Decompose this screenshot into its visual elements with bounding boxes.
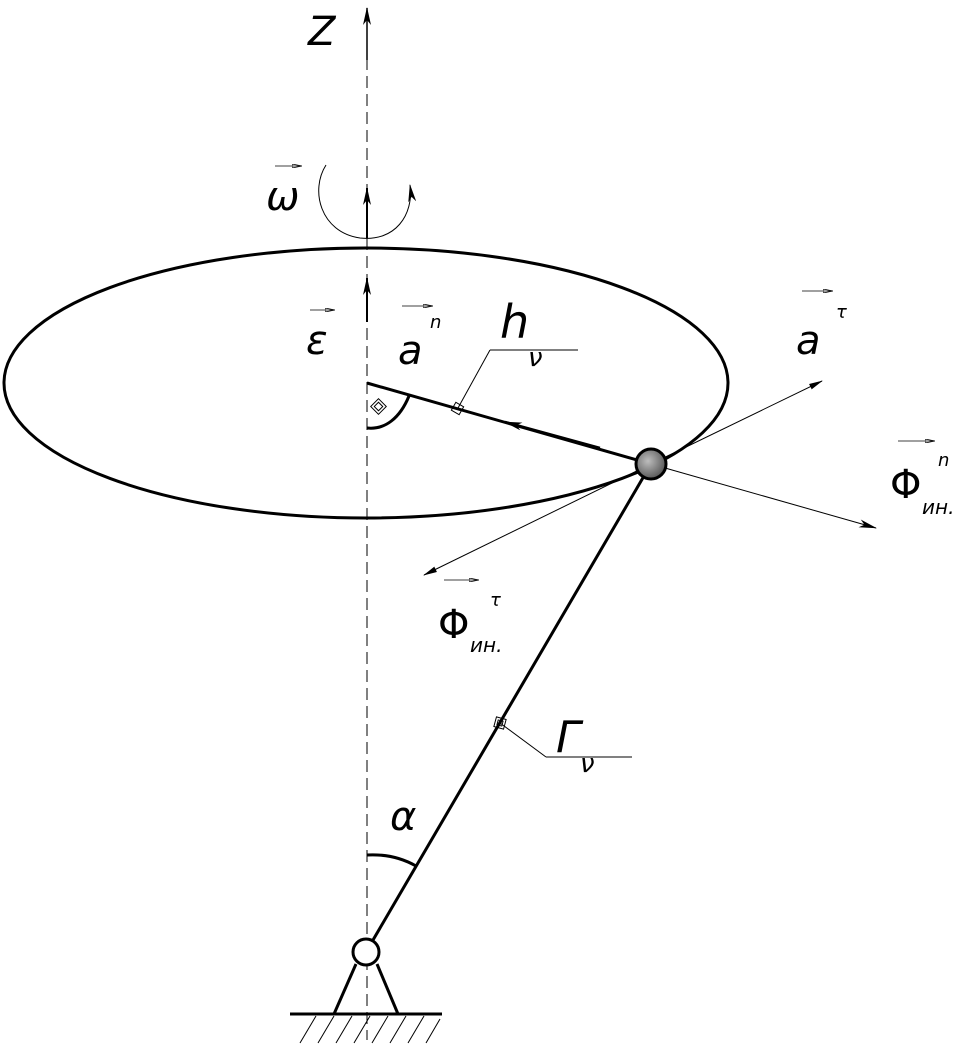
phi-normal-sub: ин.	[922, 495, 954, 519]
gamma-label: Γ	[556, 712, 584, 763]
h-label: h	[500, 295, 529, 349]
alpha-angle-arc	[366, 853, 417, 868]
a-normal-arrow-icon	[504, 420, 601, 450]
omega-label: ω	[266, 174, 300, 220]
a-normal-label: a	[398, 328, 423, 374]
phi-tau-sub: ин.	[470, 633, 502, 657]
a-tau-arrow-icon	[650, 380, 823, 465]
phi-normal-sup: n	[938, 450, 949, 471]
phi-normal-label: Φ	[890, 462, 921, 508]
a-normal-sup: n	[430, 312, 441, 333]
h-leader-icon	[450, 349, 578, 416]
rod-line	[364, 463, 653, 953]
pivot-support-icon	[290, 937, 442, 1016]
epsilon-label: ε	[306, 318, 328, 364]
gamma-leader-icon	[493, 716, 632, 758]
gamma-sub: ν	[580, 749, 595, 779]
orbit-ellipse	[2, 246, 730, 520]
h-sub: ν	[528, 343, 543, 373]
rotation-arrow-icon	[318, 164, 417, 239]
center-angle-arc	[366, 395, 411, 430]
ball-mass-icon	[634, 447, 668, 481]
a-tau-label: a	[796, 318, 821, 364]
phi-tau-sup: τ	[490, 590, 501, 611]
phi-tau-label: Φ	[438, 602, 469, 648]
alpha-label: α	[390, 794, 416, 840]
phi-tau-arrow-icon	[423, 463, 652, 576]
axis-z-label: Z	[307, 9, 337, 55]
phi-normal-arrow-icon	[650, 463, 877, 529]
a-tau-sup: τ	[836, 302, 847, 323]
hatch-ground-icon	[299, 1015, 441, 1044]
center-marker-icon	[370, 398, 387, 415]
